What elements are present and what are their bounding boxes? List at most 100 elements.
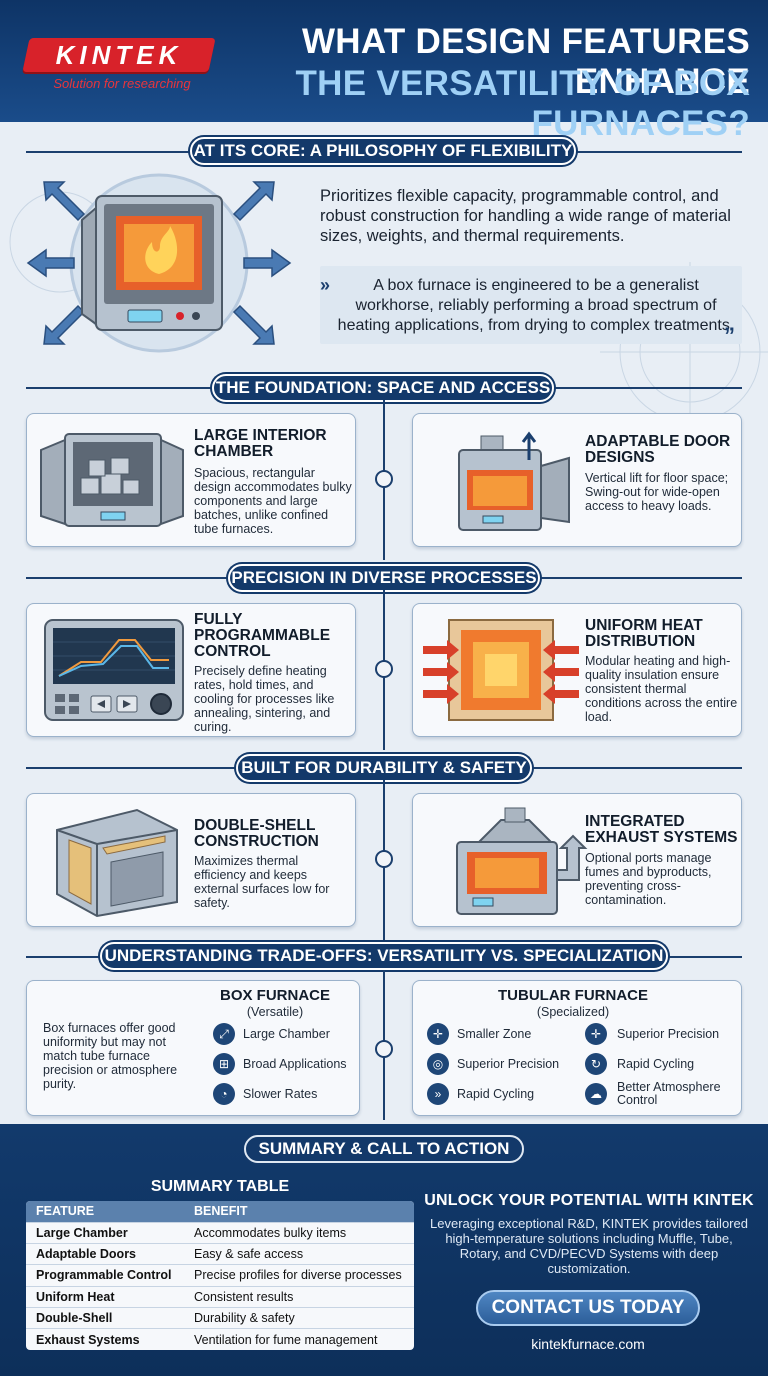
cloud-icon: ☁ <box>585 1083 607 1105</box>
card-description: Modular heating and high-quality insulat… <box>585 654 738 724</box>
double-shell-icon <box>56 808 178 918</box>
feature-cell: Exhaust Systems <box>26 1328 184 1351</box>
tube-feature-item: Better Atmosphere Control <box>617 1080 721 1107</box>
tube-feature-item: Rapid Cycling <box>457 1087 535 1101</box>
section-heading-text: SUMMARY & CALL TO ACTION <box>258 1139 510 1158</box>
website-link[interactable]: kintekfurnace.com <box>531 1336 645 1352</box>
box-furnace-subtitle: (Versatile) <box>246 1005 304 1019</box>
quote-box <box>320 266 742 344</box>
controller-icon <box>44 619 184 721</box>
tubular-furnace-title: TUBULAR FURNACE <box>498 987 648 1004</box>
grid-icon: ⊞ <box>213 1053 235 1075</box>
box-feature-item: Large Chamber <box>243 1027 330 1041</box>
feature-cell: Programmable Control <box>26 1264 184 1287</box>
quote-open-icon: » <box>320 275 331 295</box>
card-title: LARGE INTERIOR CHAMBER <box>194 427 327 460</box>
feature-card-exhaust: INTEGRATED EXHAUST SYSTEMS Optional port… <box>412 793 742 927</box>
table-header-row: FEATURE BENEFIT <box>26 1201 414 1222</box>
tube-feature-item: Superior Precision <box>617 1027 720 1041</box>
crosshair-icon: ✛ <box>427 1023 449 1045</box>
box-furnace-hero-icon <box>26 173 292 353</box>
feature-card-door-designs: ADAPTABLE DOOR DESIGNS Vertical lift for… <box>412 413 742 547</box>
benefit-cell: Consistent results <box>184 1285 414 1308</box>
cta-description: Leveraging exceptional R&D, KINTEK provi… <box>430 1216 748 1276</box>
header-banner: KINTEK Solution for researching WHAT DES… <box>0 0 768 143</box>
benefit-cell: Accommodates bulky items <box>184 1221 414 1244</box>
card-description: Spacious, rectangular design accommodate… <box>194 466 352 536</box>
benefit-cell: Precise profiles for diverse processes <box>184 1264 414 1287</box>
feature-card-programmable-control: FULLY PROGRAMMABLE CONTROL Precisely def… <box>26 603 356 737</box>
card-title: INTEGRATED EXHAUST SYSTEMS <box>585 813 738 846</box>
card-description: Optional ports manage fumes and byproduc… <box>585 851 712 907</box>
section-heading-flexibility: AT ITS CORE: A PHILOSOPHY OF FLEXIBILITY <box>190 137 576 165</box>
cycle-icon: ↻ <box>585 1053 607 1075</box>
box-feature-item: Slower Rates <box>243 1087 318 1101</box>
intro-description: Prioritizes flexible capacity, programma… <box>320 187 731 245</box>
section-heading-foundation: THE FOUNDATION: SPACE AND ACCESS <box>212 374 554 402</box>
kintek-logo[interactable]: KINTEK <box>55 40 183 70</box>
feature-card-double-shell: DOUBLE-SHELL CONSTRUCTION Maximizes ther… <box>26 793 356 927</box>
feature-cell: Uniform Heat <box>26 1285 184 1308</box>
feature-card-uniform-heat: UNIFORM HEAT DISTRIBUTION Modular heatin… <box>412 603 742 737</box>
benefit-cell: Easy & safe access <box>184 1242 414 1265</box>
section-heading-precision: PRECISION IN DIVERSE PROCESSES <box>228 564 540 592</box>
section-heading-tradeoffs: UNDERSTANDING TRADE-OFFS: VERSATILITY VS… <box>100 942 668 970</box>
section-heading-text: UNDERSTANDING TRADE-OFFS: VERSATILITY VS… <box>104 946 664 965</box>
page-title-line-2: THE VERSATILITY OF BOX FURNACES? <box>295 64 750 143</box>
column-header-benefit: BENEFIT <box>184 1201 414 1222</box>
page-title-line-1: WHAT DESIGN FEATURES ENHANCE <box>301 22 750 101</box>
comparison-card-box-furnace: Box furnaces offer good uniformity but m… <box>26 980 360 1116</box>
card-description: Precisely define heating rates, hold tim… <box>194 664 335 734</box>
chamber-icon <box>40 433 184 527</box>
tradeoff-note: Box furnaces offer good uniformity but m… <box>43 1021 178 1091</box>
target-icon: ◎ <box>427 1053 449 1075</box>
cta-heading: UNLOCK YOUR POTENTIAL WITH KINTEK <box>424 1192 754 1209</box>
comparison-card-tubular-furnace: TUBULAR FURNACE (Specialized) ✛ Smaller … <box>412 980 742 1116</box>
quote-text: A box furnace is engineered to be a gene… <box>337 277 735 334</box>
feature-card-large-chamber: LARGE INTERIOR CHAMBER Spacious, rectang… <box>26 413 356 547</box>
section-heading-text: THE FOUNDATION: SPACE AND ACCESS <box>215 378 551 397</box>
card-title: UNIFORM HEAT DISTRIBUTION <box>585 617 703 650</box>
card-title: DOUBLE-SHELL CONSTRUCTION <box>194 817 319 850</box>
tube-feature-item: Superior Precision <box>457 1057 560 1071</box>
quote-close-icon: ” <box>724 323 735 348</box>
timeline-node <box>375 850 393 868</box>
box-furnace-title: BOX FURNACE <box>219 987 330 1004</box>
section-heading-summary: SUMMARY & CALL TO ACTION <box>244 1135 524 1163</box>
column-header-feature: FEATURE <box>26 1201 184 1222</box>
benefit-cell: Durability & safety <box>184 1307 414 1329</box>
door-icon <box>458 431 570 531</box>
timeline-node <box>375 660 393 678</box>
gauge-icon: ◔ <box>213 1083 235 1105</box>
speed-icon: » <box>427 1083 449 1105</box>
section-heading-text: AT ITS CORE: A PHILOSOPHY OF FLEXIBILITY <box>193 141 573 160</box>
tube-feature-item: Smaller Zone <box>457 1027 532 1041</box>
exhaust-icon <box>456 807 588 915</box>
expand-icon: ⤢ <box>213 1023 235 1045</box>
card-description: Maximizes thermal efficiency and keeps e… <box>194 854 330 910</box>
contact-us-button[interactable]: CONTACT US TODAY <box>476 1290 700 1326</box>
card-description: Vertical lift for floor space; Swing-out… <box>585 471 729 513</box>
tube-feature-item: Rapid Cycling <box>617 1057 695 1071</box>
tubular-furnace-subtitle: (Specialized) <box>536 1005 610 1019</box>
feature-cell: Double-Shell <box>26 1307 184 1329</box>
section-heading-durability: BUILT FOR DURABILITY & SAFETY <box>236 754 532 782</box>
card-title: ADAPTABLE DOOR DESIGNS <box>585 433 731 466</box>
section-heading-text: PRECISION IN DIVERSE PROCESSES <box>231 568 537 587</box>
summary-table-title: SUMMARY TABLE <box>150 1178 290 1195</box>
card-title: FULLY PROGRAMMABLE CONTROL <box>194 611 331 660</box>
benefit-cell: Ventilation for fume management <box>184 1328 414 1351</box>
feature-cell: Adaptable Doors <box>26 1242 184 1265</box>
timeline-node <box>375 470 393 488</box>
heat-distribution-icon <box>423 619 579 721</box>
crosshair-icon: ✛ <box>585 1023 607 1045</box>
feature-cell: Large Chamber <box>26 1221 184 1244</box>
timeline-node <box>375 1040 393 1058</box>
